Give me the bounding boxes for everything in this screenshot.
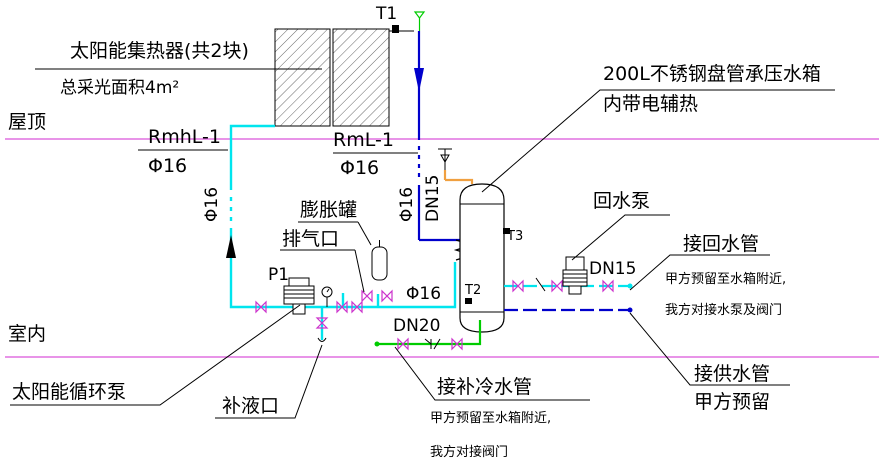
vert-mid-dia-label: Φ16: [397, 187, 417, 222]
rml-label: RmL-1: [333, 129, 394, 151]
roof-label: 屋顶: [8, 111, 46, 133]
return-pump-label: 回水泵: [593, 190, 650, 212]
t2-label: T2: [464, 283, 481, 298]
dn15-vert-label: DN15: [423, 175, 443, 222]
tank-vent-valve-icon: [438, 148, 452, 170]
return-note-1: 甲方预留至水箱附近,: [665, 271, 786, 287]
expansion-tank-label: 膨胀罐: [300, 199, 357, 221]
pressure-gauge-icon: [321, 286, 333, 307]
return-note-2: 我方对接水泵及阀门: [665, 302, 782, 318]
dn20-label: DN20: [393, 316, 440, 336]
t1-label: T1: [375, 4, 397, 24]
water-tank: [459, 183, 505, 333]
tank-title: 200L不锈钢盘管承压水箱: [603, 63, 821, 85]
t1-sensor: [392, 25, 399, 33]
return-check-valve-icon: [535, 277, 546, 292]
check-valve-icon: [424, 338, 441, 350]
cold-water-valves: [397, 337, 463, 351]
expansion-tank-icon: [371, 240, 388, 281]
tank-subtitle: 内带电辅热: [603, 93, 698, 115]
top-vent-valve-icon: [413, 11, 426, 31]
circulation-pump-icon: [283, 277, 315, 315]
flow-arrow-up-icon: [226, 235, 236, 258]
leader-lines: [10, 68, 835, 419]
horiz-dia-label: Φ16: [406, 284, 441, 304]
supply-pipe-label: 接供水管: [694, 363, 770, 385]
p1-label: P1: [268, 265, 289, 285]
solar-collectors: [274, 28, 390, 127]
return-water-valves: [512, 279, 614, 293]
supply-note: 甲方预留: [694, 391, 770, 413]
dn15-pump-label: DN15: [589, 259, 636, 279]
cold-water-pipe: [377, 320, 482, 346]
cold-pipe-label: 接补冷水管: [437, 376, 532, 398]
solar-loop-valves: [255, 289, 393, 329]
air-vent-label: 排气口: [282, 228, 339, 250]
circ-pump-label: 太阳能循环泵: [12, 381, 126, 403]
t2-sensor: [465, 298, 472, 304]
cold-note-2: 我方对接阀门: [430, 444, 508, 460]
rmhl-label: RmhL-1: [148, 126, 221, 148]
fill-port-label: 补液口: [222, 395, 279, 417]
collector-title: 太阳能集热器(共2块): [70, 40, 249, 62]
rmhl-dia-label: Φ16: [148, 155, 187, 177]
return-pipe-label: 接回水管: [683, 233, 759, 255]
flow-arrow-down-icon: [414, 68, 424, 92]
t3-sensor: [503, 228, 510, 234]
tank-vent-pipe: [443, 170, 474, 184]
cold-note-1: 甲方预留至水箱附近,: [430, 410, 551, 426]
vert-left-dia-label: Φ16: [202, 187, 222, 222]
fill-port-icon: [317, 337, 327, 342]
collector-area: 总采光面积4m²: [60, 78, 179, 98]
rml-dia-label: Φ16: [340, 157, 379, 179]
return-pump-icon: [562, 256, 588, 295]
indoor-label: 室内: [8, 323, 46, 345]
t3-label: T3: [506, 229, 523, 244]
